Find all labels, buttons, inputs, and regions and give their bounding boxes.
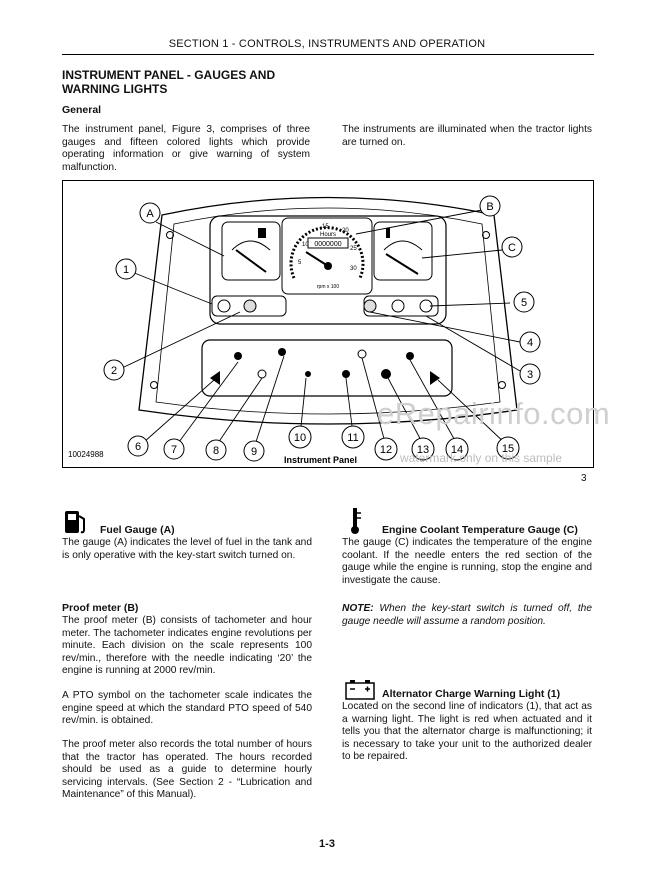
- callout-10: 10: [288, 425, 312, 449]
- svg-text:11: 11: [347, 432, 358, 444]
- page-number: 1-3: [319, 838, 335, 850]
- tach-scale-5: 5: [298, 260, 302, 266]
- svg-text:4: 4: [527, 337, 533, 349]
- hour-meter: [307, 237, 349, 249]
- rpm-label: rpm x 100: [317, 284, 339, 290]
- proof-meter-text-1: The proof meter (B) consists of tachomet…: [62, 615, 312, 677]
- callout-2: 2: [103, 359, 125, 381]
- svg-text:10: 10: [294, 432, 306, 444]
- svg-text:15: 15: [502, 443, 514, 455]
- figure-caption: Instrument Panel: [284, 455, 357, 465]
- watermark-subtext: watermark only on this sample: [400, 451, 563, 465]
- thermometer-icon: [386, 228, 390, 238]
- tach-scale-10: 10: [302, 242, 309, 248]
- coolant-gauge-heading: Engine Coolant Temperature Gauge (C): [382, 524, 578, 536]
- proof-meter-text-3: The proof meter also records the total n…: [62, 739, 312, 801]
- callout-5: 5: [513, 291, 535, 313]
- svg-text:3: 3: [527, 369, 533, 381]
- svg-text:12: 12: [380, 444, 392, 456]
- svg-text:5: 5: [521, 297, 527, 309]
- battery-icon: [345, 680, 375, 700]
- leader-lines: [121, 209, 521, 449]
- fuel-gauge-heading: Fuel Gauge (A): [100, 524, 175, 536]
- callout-b: B: [479, 195, 501, 217]
- callout-circles: A B C 1 2 3 4 5 6 7 8 9 10 11 12 13 14 1…: [103, 195, 541, 462]
- running-header: SECTION 1 - CONTROLS, INSTRUMENTS AND OP…: [168, 38, 486, 50]
- callout-12: 12: [374, 437, 398, 461]
- figure-part-number: 10024988: [68, 450, 104, 459]
- proof-meter-heading: Proof meter (B): [62, 602, 139, 614]
- svg-text:13: 13: [417, 444, 429, 456]
- coolant-note: NOTE: When the key-start switch is turne…: [342, 603, 592, 628]
- page-title-line-2: WARNING LIGHTS: [62, 82, 168, 96]
- callout-8: 8: [205, 439, 227, 461]
- callout-15: 15: [496, 436, 520, 460]
- battery-light-icon: [217, 299, 231, 313]
- callout-14: 14: [445, 437, 469, 461]
- fuel-pump-icon: [65, 511, 85, 534]
- page-title-line-1: INSTRUMENT PANEL - GAUGES AND: [62, 68, 276, 82]
- svg-text:C: C: [508, 242, 516, 254]
- callout-a: A: [139, 202, 161, 224]
- svg-text:6: 6: [135, 441, 141, 453]
- svg-text:2: 2: [111, 365, 117, 377]
- svg-text:7: 7: [171, 444, 177, 456]
- svg-text:B: B: [486, 201, 493, 213]
- tach-scale-30: 30: [350, 266, 357, 272]
- header-rule: [62, 54, 594, 55]
- callout-1: 1: [115, 258, 137, 280]
- figure-number: 3: [581, 473, 587, 484]
- note-label: NOTE:: [342, 603, 374, 614]
- left-turn-arrow-icon: [210, 371, 220, 385]
- hours-label: Hours: [320, 232, 336, 238]
- coolant-gauge-text: The gauge (C) indicates the temperature …: [342, 537, 592, 586]
- svg-text:9: 9: [251, 446, 257, 458]
- note-text: When the key-start switch is turned off,…: [342, 603, 592, 627]
- alternator-text: Located on the second line of indicators…: [342, 701, 592, 763]
- page-title: INSTRUMENT PANEL - GAUGES AND WARNING LI…: [62, 68, 322, 96]
- callout-3: 3: [519, 363, 541, 385]
- callout-9: 9: [243, 440, 265, 462]
- watermark-text: eRepairinfo.com: [377, 396, 611, 431]
- tach-scale-20: 20: [342, 228, 349, 234]
- brake-light-icon: [363, 299, 377, 313]
- callout-11: 11: [341, 425, 365, 449]
- right-turn-arrow-icon: [430, 371, 440, 385]
- air-filter-light-icon: [391, 299, 405, 313]
- tach-scale-25: 25: [350, 246, 357, 252]
- svg-text:1: 1: [123, 264, 129, 276]
- callout-13: 13: [411, 437, 435, 461]
- panel-housing: [138, 196, 518, 425]
- fuel-pump-icon: [258, 228, 266, 238]
- svg-text:8: 8: [213, 445, 219, 457]
- general-heading: General: [62, 104, 102, 116]
- proof-meter-text-2: A PTO symbol on the tachometer scale ind…: [62, 690, 312, 727]
- callout-7: 7: [163, 438, 185, 460]
- instrument-panel-figure: 0000000 Hours 5 10 15 20 25 30 rpm x 100: [62, 180, 594, 468]
- callout-4: 4: [519, 331, 541, 353]
- general-left-text: The instrument panel, Figure 3, comprise…: [62, 124, 310, 173]
- svg-text:14: 14: [451, 444, 463, 456]
- alternator-heading: Alternator Charge Warning Light (1): [382, 688, 561, 700]
- oil-pressure-light-icon: [243, 299, 257, 313]
- tach-scale-15: 15: [322, 224, 329, 230]
- fuel-gauge-text: The gauge (A) indicates the level of fue…: [62, 537, 312, 561]
- gauge-cluster: 0000000 Hours 5 10 15 20 25 30 rpm x 100: [209, 215, 447, 325]
- hour-meter-digits: 0000000: [314, 241, 341, 248]
- svg-text:A: A: [146, 208, 154, 220]
- callout-6: 6: [127, 435, 149, 457]
- thermometer-icon: [351, 508, 361, 534]
- general-right-text: The instruments are illuminated when the…: [342, 124, 592, 148]
- warning-light-panel: [201, 339, 453, 397]
- callout-c: C: [501, 236, 523, 258]
